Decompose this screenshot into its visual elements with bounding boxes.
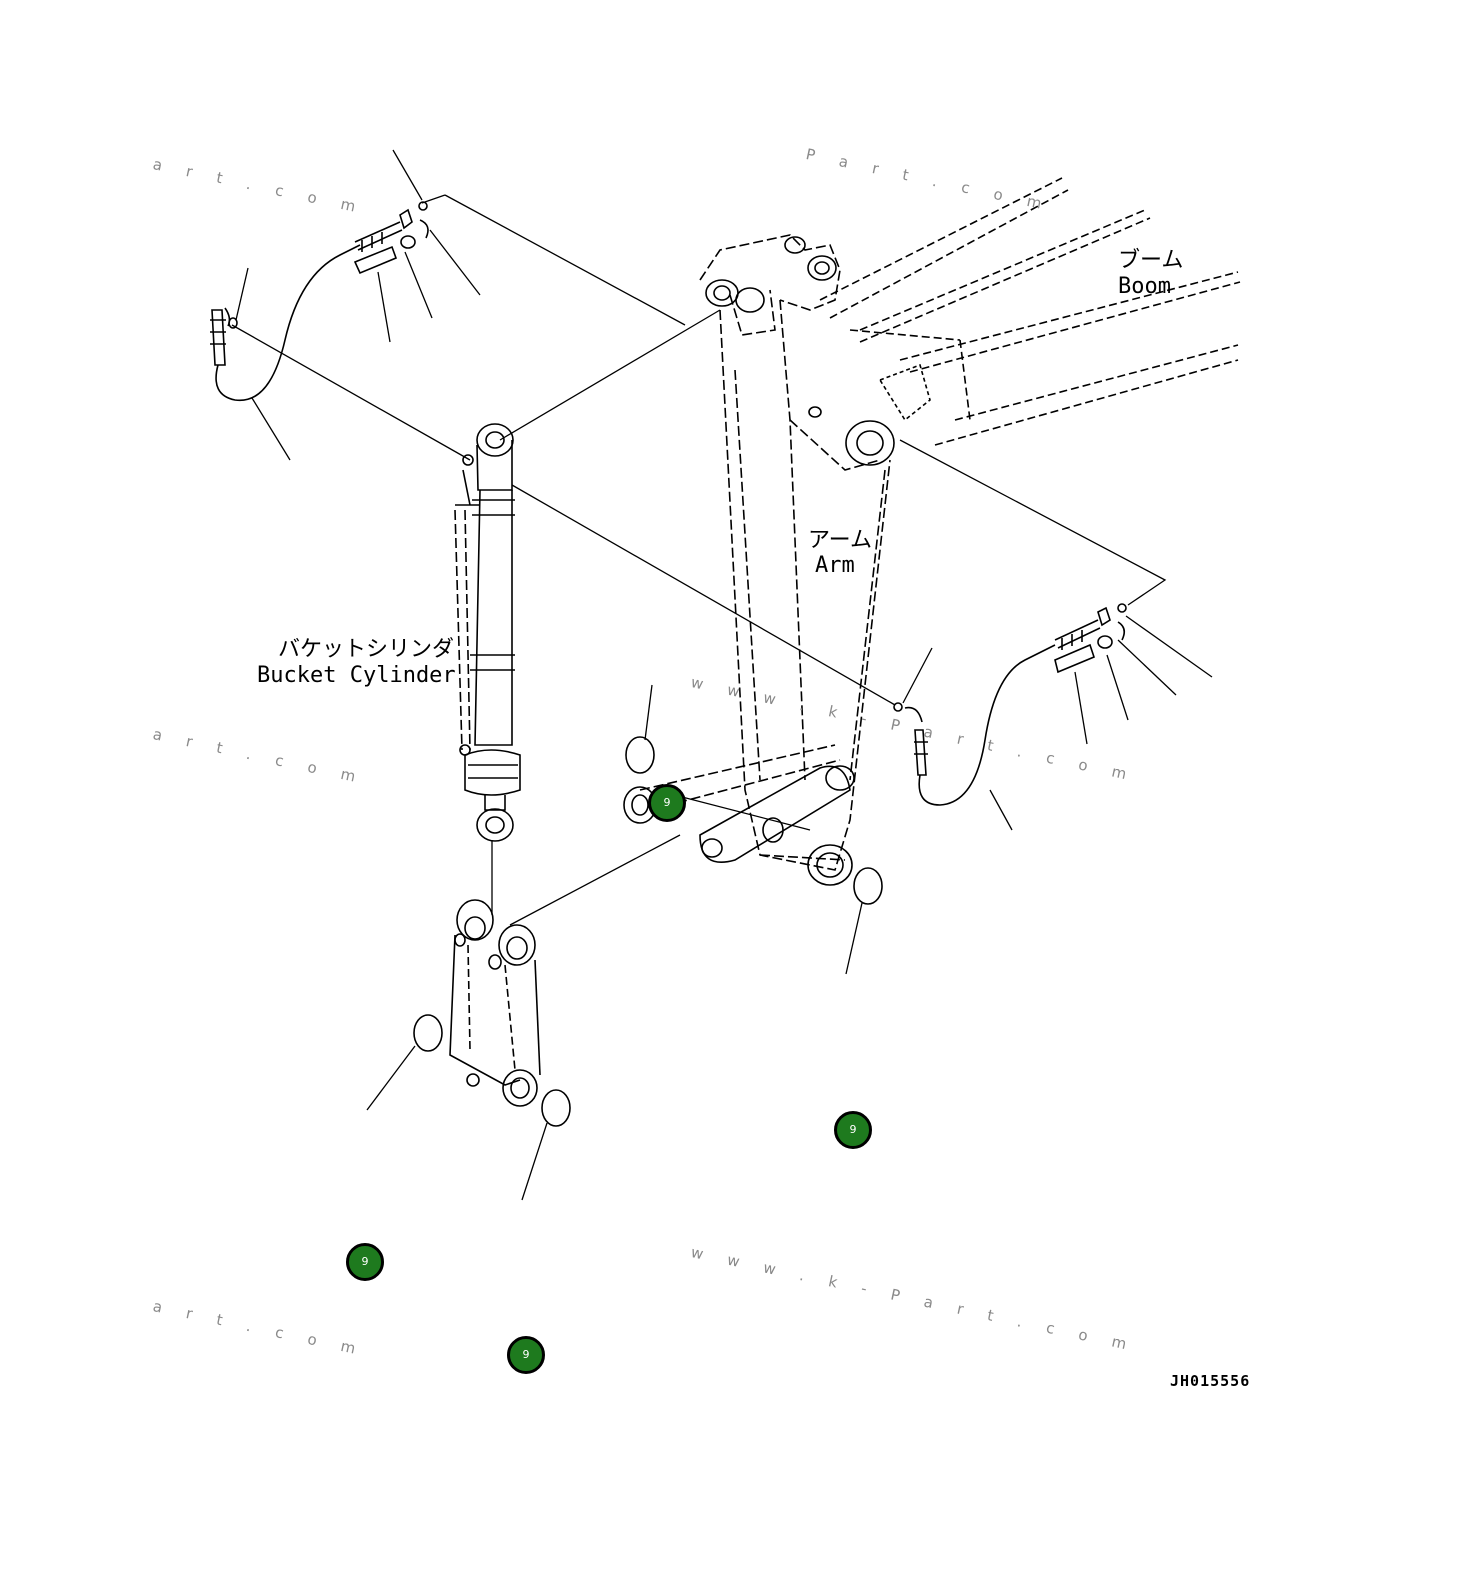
boom-label-en: Boom bbox=[1118, 274, 1171, 299]
drawing-code: JH015556 bbox=[1170, 1372, 1251, 1390]
bucket-link bbox=[449, 899, 541, 1107]
seal-rings bbox=[413, 736, 883, 1127]
leader-lines bbox=[231, 149, 1213, 1201]
part-callout[interactable]: 9 bbox=[648, 784, 686, 822]
left-grease-hose bbox=[210, 201, 429, 402]
arm-label-jp: アーム bbox=[808, 528, 873, 553]
arm-links bbox=[623, 744, 851, 863]
arm-label-en: Arm bbox=[815, 553, 855, 578]
boom-outline bbox=[819, 177, 1241, 446]
part-callout[interactable]: 9 bbox=[507, 1336, 545, 1374]
arm-outline bbox=[699, 234, 891, 871]
bucket-cylinder bbox=[454, 423, 521, 842]
bucket-cylinder-label-jp: バケットシリンダ bbox=[278, 637, 455, 662]
right-grease-hose bbox=[893, 603, 1127, 806]
part-callout[interactable]: 9 bbox=[834, 1111, 872, 1149]
boom-label-jp: ブーム bbox=[1118, 248, 1184, 273]
bucket-cylinder-label-en: Bucket Cylinder bbox=[257, 663, 456, 688]
arm-bosses bbox=[705, 236, 931, 886]
part-callout[interactable]: 9 bbox=[346, 1243, 384, 1281]
